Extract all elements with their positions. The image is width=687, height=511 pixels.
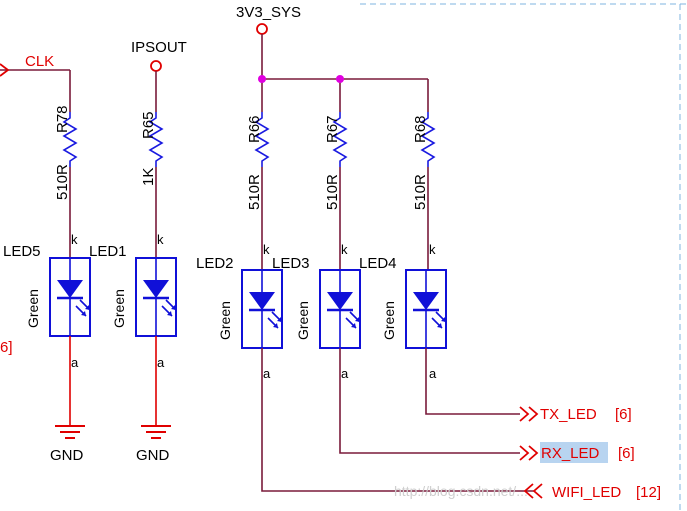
port-ref-tx-led: [6]: [615, 406, 632, 423]
pin-a-led5: a: [71, 355, 79, 370]
led-ref-led2: LED2: [196, 255, 234, 272]
port-name-rx-led: RX_LED: [541, 445, 600, 462]
led-led2: LED2 Green: [196, 255, 283, 349]
port-name-wifi-led: WIFI_LED: [552, 484, 621, 501]
pin-k-led1: k: [157, 232, 164, 247]
led-ref-led3: LED3: [272, 255, 310, 272]
net-label-ipsout: IPSOUT: [131, 39, 187, 56]
led-ref-led1: LED1: [89, 243, 127, 260]
net-terminal-ipsout: [150, 60, 162, 72]
led-color-led4: Green: [381, 301, 397, 340]
pin-a-led4: a: [429, 366, 437, 381]
net-label-3v3-sys: 3V3_SYS: [236, 4, 301, 21]
pin-k-led3: k: [341, 242, 348, 257]
net-terminal-3v3-sys: [256, 23, 268, 35]
text-selection-highlight: [540, 442, 608, 463]
gnd-symbol-1: [54, 425, 86, 439]
resistor-ref-r65: R65: [140, 111, 157, 139]
wire-rx-led: [339, 348, 520, 454]
port-name-tx-led: TX_LED: [540, 406, 597, 423]
gnd-symbol-2: [140, 425, 172, 439]
resistor-r66: R66 510R: [246, 111, 269, 270]
net-label-clk: CLK: [25, 53, 54, 70]
port-ref-rx-led: [6]: [618, 445, 635, 462]
junction-dot-2: [336, 75, 344, 83]
led-led3: LED3 Green: [272, 255, 361, 349]
port-ref-wifi-led: [12]: [636, 484, 661, 501]
led-led4: LED4 Green: [359, 255, 447, 349]
resistor-r65: R65 1K: [140, 111, 163, 258]
led-color-led3: Green: [295, 301, 311, 340]
resistor-r78: R78 510R: [54, 105, 77, 258]
led-led5: LED5 Green: [3, 243, 91, 337]
watermark: http://blog.csdn.net/...: [394, 483, 528, 499]
resistor-value-r65: 1K: [140, 168, 157, 186]
net-label-left-partial: 6]: [0, 339, 13, 356]
wire-tx-led: [425, 348, 520, 415]
resistor-value-r68: 510R: [412, 174, 429, 210]
resistor-value-r66: 510R: [246, 174, 263, 210]
pin-k-led5: k: [71, 232, 78, 247]
led-ref-led5: LED5: [3, 243, 41, 260]
resistor-ref-r78: R78: [54, 105, 71, 133]
led-color-led5: Green: [25, 289, 41, 328]
led-color-led2: Green: [217, 301, 233, 340]
pin-a-led2: a: [263, 366, 271, 381]
resistor-value-r67: 510R: [324, 174, 341, 210]
resistor-ref-r67: R67: [324, 115, 341, 143]
net-label-gnd-1: GND: [50, 447, 84, 464]
pin-a-led1: a: [157, 355, 165, 370]
wire-wifi-led: [261, 348, 534, 492]
resistor-value-r78: 510R: [54, 164, 71, 200]
resistor-ref-r66: R66: [246, 115, 263, 143]
net-label-gnd-2: GND: [136, 447, 170, 464]
led-led1: LED1 Green: [89, 243, 177, 337]
port-rx-led: RX_LED [6]: [519, 442, 635, 463]
resistor-ref-r68: R68: [412, 115, 429, 143]
resistor-r68: R68 510R: [412, 111, 435, 270]
port-tx-led: TX_LED [6]: [519, 406, 632, 423]
junction-dot-1: [258, 75, 266, 83]
port-wifi-led: WIFI_LED [12]: [524, 483, 661, 501]
pin-a-led3: a: [341, 366, 349, 381]
pin-k-led2: k: [263, 242, 270, 257]
resistor-r67: R67 510R: [324, 111, 347, 270]
port-arrow-clk: [0, 63, 10, 77]
pin-k-led4: k: [429, 242, 436, 257]
led-ref-led4: LED4: [359, 255, 397, 272]
led-color-led1: Green: [111, 289, 127, 328]
